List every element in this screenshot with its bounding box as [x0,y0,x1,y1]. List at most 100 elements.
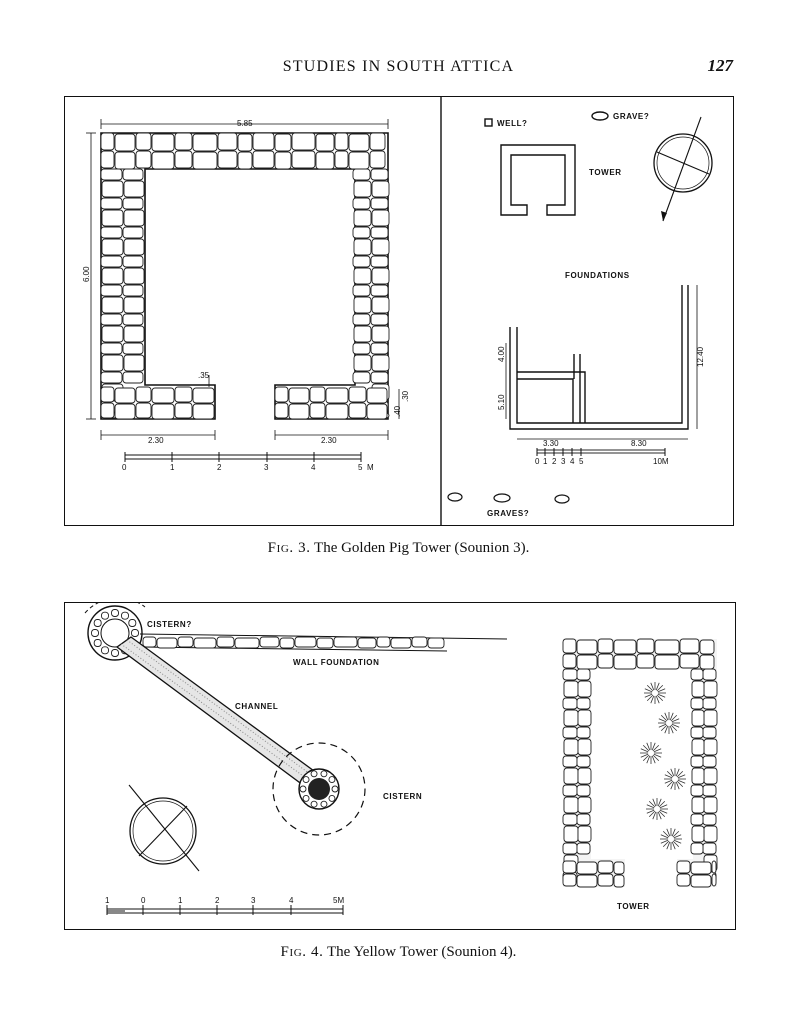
stone [100,371,123,384]
stone [690,784,704,797]
stone [122,313,144,326]
stone [562,842,578,855]
caption-text: The Yellow Tower (Sounion 4). [326,944,517,960]
stone [142,636,157,648]
stone [370,197,389,210]
stone [371,267,390,285]
stone [135,150,152,169]
stone [563,825,579,843]
stone [613,654,637,670]
stone [370,284,389,297]
stone [123,325,145,343]
stone [122,284,144,297]
stone [310,800,318,808]
stone [702,697,717,710]
stone [577,825,592,843]
stone [702,842,717,855]
figure-4-caption: Fig. 4. The Yellow Tower (Sounion 4). [0,944,797,961]
stone [563,738,579,756]
stone [613,639,637,655]
stone [577,680,592,698]
stone [101,180,124,198]
stone [135,132,152,151]
stone [691,680,705,698]
stone [122,168,144,181]
figure-3-plans: 5.85 6.00 .35 .30 .40 2.30 2.30 [64,96,734,526]
stone [562,860,577,874]
stone [299,785,307,793]
stone [309,386,326,403]
scale-bar-left: 0 1 2 3 4 5 M [122,452,374,472]
stone [563,709,579,727]
stone [562,638,577,654]
stone [562,813,578,826]
stone [562,784,578,797]
stone [576,726,591,739]
stone [348,402,367,419]
wall-label: WALL FOUNDATION [293,658,379,667]
stone [274,386,289,403]
stone [411,636,428,648]
stone [315,133,335,152]
stone [352,226,371,239]
stone [562,873,577,887]
well-label: WELL? [497,119,528,128]
dim-510: 5.10 [497,394,506,410]
stone [576,842,591,855]
stone [123,238,145,256]
stone [174,132,193,151]
stone [703,738,718,756]
stone [654,639,680,655]
stone [702,784,717,797]
stone [100,313,123,326]
stone [177,636,194,648]
stone [702,813,717,826]
stone [122,197,144,210]
well-icon [484,118,493,127]
grave-icon [591,111,609,121]
stone [690,668,704,681]
stone [371,354,390,372]
dim-right-small-2: .40 [393,405,402,417]
stone [691,796,705,814]
stone [576,874,598,888]
stone [328,776,336,784]
stone [217,132,238,151]
stone [711,860,717,874]
scale-end: 10M [653,457,669,466]
stone [690,861,712,875]
stone [702,755,717,768]
stone [703,796,718,814]
stone [563,767,579,785]
dim-1240: 12.40 [696,346,705,367]
stone [597,653,614,669]
figure-4-plans: CISTERN? WALL FOUNDATION CHANNEL CISTERN [64,602,736,930]
stone [597,860,614,874]
foundations-plan [509,285,689,430]
stone [654,654,680,670]
north-arrow-icon [653,116,713,222]
stone [325,403,349,420]
stone [427,637,445,649]
scale-unit: M [367,463,374,472]
stone [691,738,705,756]
stone [316,637,334,649]
stone [192,133,218,152]
dim-330: 3.30 [543,439,559,448]
stone [348,133,370,152]
dim-right-small: .30 [401,390,410,402]
stone [320,770,328,778]
stone [352,255,371,268]
grave-icon [493,493,511,503]
stone [679,638,700,654]
stone [576,697,591,710]
scale-bar-right: 0 1 2 3 4 5 10M [535,448,669,466]
stone [151,151,175,170]
stone [101,296,124,314]
stone [288,387,310,404]
stone [370,313,389,326]
stone [320,800,328,808]
stone [576,654,598,670]
scale-tick: 0 [535,457,540,466]
stone [101,209,124,227]
